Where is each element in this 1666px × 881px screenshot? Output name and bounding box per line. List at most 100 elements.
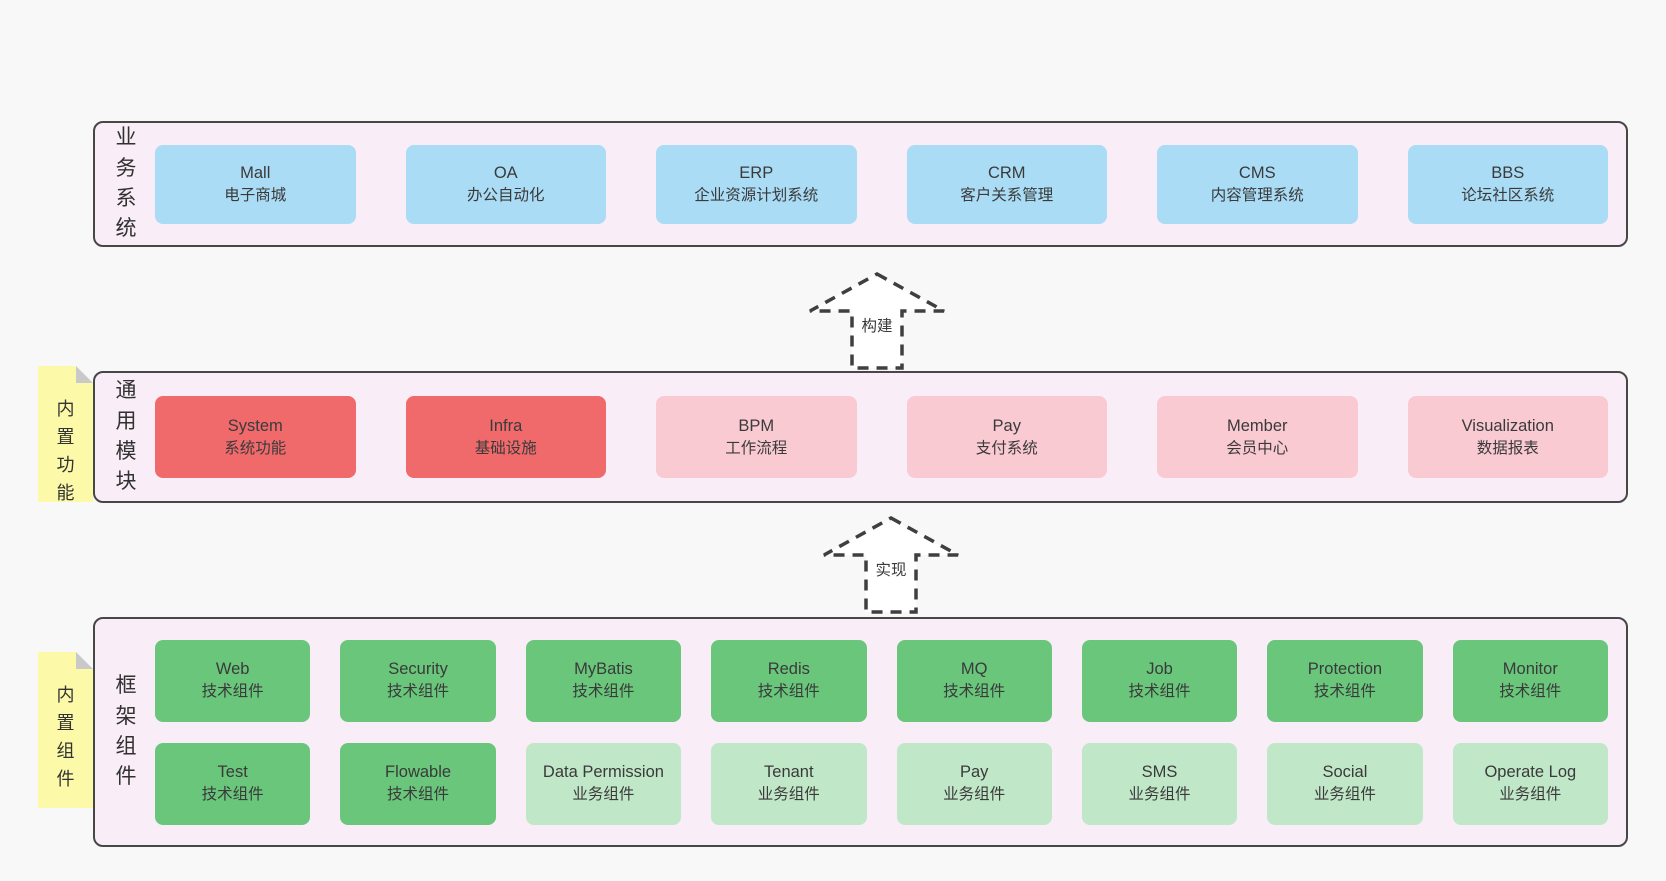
arrow-build: 构建 <box>807 271 947 371</box>
box-subtitle: 业务组件 <box>757 786 820 804</box>
box-subtitle: 企业资源计划系统 <box>694 186 819 204</box>
box-subtitle: 技术组件 <box>1499 683 1562 701</box>
note-text: 内置功能 <box>56 399 75 503</box>
box-web: Web 技术组件 <box>155 639 311 722</box>
box-title: Protection <box>1307 660 1383 679</box>
box-title: Data Permission <box>542 763 664 782</box>
folded-corner-icon <box>76 652 93 669</box>
box-operate-log: Operate Log 业务组件 <box>1452 742 1608 825</box>
sticky-note-builtin-components: 内置组件 <box>38 652 93 808</box>
box-title: Security <box>388 660 448 679</box>
box-title: Test <box>217 763 248 782</box>
box-subtitle: 支付系统 <box>975 439 1038 457</box>
box-subtitle: 会员中心 <box>1226 439 1289 457</box>
box-title: Monitor <box>1502 660 1558 679</box>
box-sms: SMS 业务组件 <box>1081 742 1238 825</box>
box-mybatis: MyBatis 技术组件 <box>525 639 682 722</box>
framework-row-1: Web 技术组件 Security 技术组件 MyBatis 技术组件 Redi… <box>155 639 1608 722</box>
box-flowable: Flowable 技术组件 <box>340 742 496 825</box>
box-security: Security 技术组件 <box>340 639 496 722</box>
box-subtitle: 技术组件 <box>387 683 450 701</box>
box-title: Redis <box>767 660 810 679</box>
band-modules-label: 通用模块 <box>115 379 137 494</box>
box-subtitle: 技术组件 <box>572 683 635 701</box>
box-cms: CMS 内容管理系统 <box>1157 144 1358 224</box>
band-business-label: 业务系统 <box>115 126 137 241</box>
box-subtitle: 技术组件 <box>1313 683 1376 701</box>
box-subtitle: 数据报表 <box>1476 439 1539 457</box>
box-infra: Infra 基础设施 <box>405 396 606 478</box>
box-oa: OA 办公自动化 <box>405 144 606 224</box>
box-subtitle: 技术组件 <box>943 683 1006 701</box>
business-cards-row: Mall 电子商城 OA 办公自动化 ERP 企业资源计划系统 CRM 客户关系… <box>155 144 1608 224</box>
box-title: OA <box>493 163 518 182</box>
box-subtitle: 技术组件 <box>1128 683 1191 701</box>
note-text: 内置组件 <box>56 685 75 789</box>
box-mq: MQ 技术组件 <box>896 639 1052 722</box>
box-title: Infra <box>489 416 523 435</box>
box-subtitle: 业务组件 <box>572 786 635 804</box>
box-social: Social 业务组件 <box>1267 742 1423 825</box>
box-title: Member <box>1226 416 1288 435</box>
box-redis: Redis 技术组件 <box>711 639 867 722</box>
box-title: Flowable <box>385 763 452 782</box>
box-title: System <box>227 416 283 435</box>
box-tenant: Tenant 业务组件 <box>711 742 867 825</box>
box-title: CMS <box>1238 163 1276 182</box>
band-framework-label: 框架组件 <box>115 674 137 789</box>
box-system: System 系统功能 <box>155 396 356 478</box>
box-bbs: BBS 论坛社区系统 <box>1407 144 1608 224</box>
box-title: ERP <box>739 163 774 182</box>
box-subtitle: 工作流程 <box>725 439 788 457</box>
band-business-systems: 业务系统 Mall 电子商城 OA 办公自动化 ERP 企业资源计划系统 CRM… <box>93 121 1628 247</box>
box-subtitle: 业务组件 <box>943 786 1006 804</box>
box-subtitle: 技术组件 <box>757 683 820 701</box>
box-title: Tenant <box>764 763 814 782</box>
folded-corner-icon <box>76 366 93 383</box>
box-title: Visualization <box>1461 416 1554 435</box>
box-title: MQ <box>960 660 988 679</box>
box-title: BPM <box>738 416 775 435</box>
box-title: Pay <box>992 416 1021 435</box>
box-protection: Protection 技术组件 <box>1267 639 1423 722</box>
band-framework-components: 框架组件 Web 技术组件 Security 技术组件 MyBatis 技术组件… <box>93 617 1628 847</box>
box-title: Mall <box>240 163 271 182</box>
box-bpm: BPM 工作流程 <box>656 396 857 478</box>
box-subtitle: 内容管理系统 <box>1210 186 1304 204</box>
box-subtitle: 业务组件 <box>1313 786 1376 804</box>
sticky-note-builtin-functions: 内置功能 <box>38 366 93 503</box>
box-title: Social <box>1322 763 1368 782</box>
box-mall: Mall 电子商城 <box>155 144 356 224</box>
box-erp: ERP 企业资源计划系统 <box>656 144 857 224</box>
box-subtitle: 技术组件 <box>201 683 264 701</box>
box-pay-biz: Pay 业务组件 <box>896 742 1052 825</box>
box-subtitle: 系统功能 <box>224 439 287 457</box>
box-title: MyBatis <box>574 660 633 679</box>
box-title: Pay <box>959 763 989 782</box>
box-job: Job 技术组件 <box>1081 639 1238 722</box>
box-subtitle: 客户关系管理 <box>960 186 1054 204</box>
box-title: SMS <box>1141 763 1178 782</box>
box-test: Test 技术组件 <box>155 742 311 825</box>
modules-cards-row: System 系统功能 Infra 基础设施 BPM 工作流程 Pay 支付系统… <box>155 396 1608 478</box>
box-title: Operate Log <box>1484 763 1577 782</box>
box-member: Member 会员中心 <box>1157 396 1358 478</box>
box-title: Job <box>1146 660 1173 679</box>
box-pay: Pay 支付系统 <box>906 396 1107 478</box>
box-subtitle: 办公自动化 <box>466 186 545 204</box>
box-title: BBS <box>1491 163 1525 182</box>
framework-grid: Web 技术组件 Security 技术组件 MyBatis 技术组件 Redi… <box>155 639 1608 825</box>
box-title: Web <box>215 660 250 679</box>
box-subtitle: 业务组件 <box>1499 786 1562 804</box>
box-subtitle: 业务组件 <box>1128 786 1191 804</box>
arrow-implement-label: 实现 <box>872 558 910 580</box>
box-crm: CRM 客户关系管理 <box>906 144 1107 224</box>
box-monitor: Monitor 技术组件 <box>1452 639 1608 722</box>
arrow-implement: 实现 <box>821 515 961 615</box>
band-common-modules: 通用模块 System 系统功能 Infra 基础设施 BPM 工作流程 Pay… <box>93 371 1628 503</box>
box-subtitle: 论坛社区系统 <box>1461 186 1555 204</box>
box-subtitle: 技术组件 <box>387 786 450 804</box>
box-visualization: Visualization 数据报表 <box>1407 396 1608 478</box>
box-subtitle: 技术组件 <box>201 786 264 804</box>
